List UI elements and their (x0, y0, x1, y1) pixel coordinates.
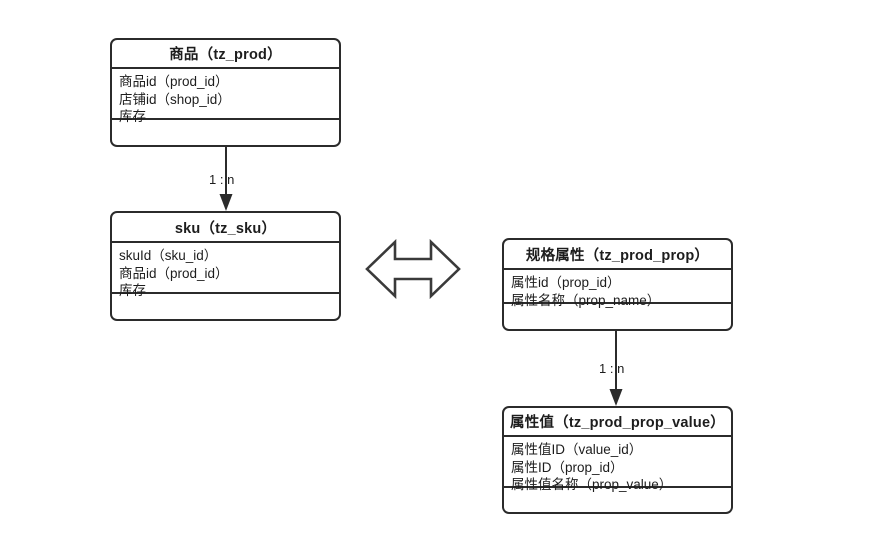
attribute-row: 店铺id（shop_id） (119, 91, 231, 107)
entity-box-tz-prod-prop[interactable]: 规格属性（tz_prod_prop） 属性id（prop_id） 属性名称（pr… (502, 238, 733, 331)
entity-attributes-tz-prod-prop-value: 属性值ID（value_id） 属性ID（prop_id） 属性值名称（prop… (504, 437, 731, 492)
entity-header-tz-sku: sku（tz_sku） (112, 213, 339, 243)
entity-footer-tz-sku (112, 294, 339, 319)
entity-box-tz-prod-prop-value[interactable]: 属性值（tz_prod_prop_value） 属性值ID（value_id） … (502, 406, 733, 514)
entity-attributes-tz-prod: 商品id（prod_id） 店铺id（shop_id） 库存 (112, 69, 339, 124)
attribute-row: 属性值ID（value_id） (511, 442, 643, 457)
connector-line-icon (609, 330, 623, 406)
bidirectional-relation-arrow (365, 238, 461, 300)
entity-attributes-tz-prod-prop: 属性id（prop_id） 属性名称（prop_name） (504, 270, 731, 308)
entity-footer-tz-prod (112, 120, 339, 145)
attribute-row: skuId（sku_id） (119, 248, 218, 263)
attribute-row: 属性值名称（prop_value） (511, 477, 673, 492)
entity-header-tz-prod-prop: 规格属性（tz_prod_prop） (504, 240, 731, 270)
entity-box-tz-prod[interactable]: 商品（tz_prod） 商品id（prod_id） 店铺id（shop_id） … (110, 38, 341, 147)
entity-box-tz-sku[interactable]: sku（tz_sku） skuId（sku_id） 商品id（prod_id） … (110, 211, 341, 321)
attribute-row: 商品id（prod_id） (119, 74, 229, 89)
connector-prod-to-sku (196, 146, 256, 212)
attribute-row: 库存 (119, 109, 146, 124)
entity-attributes-tz-sku: skuId（sku_id） 商品id（prod_id） 库存 (112, 243, 339, 298)
double-headed-arrow-icon (365, 238, 461, 300)
attribute-row: 属性ID（prop_id） (511, 459, 624, 475)
attribute-row: 属性名称（prop_name） (511, 292, 661, 308)
connector-cardinality-label: 1 : n (209, 172, 235, 187)
attribute-row: 属性id（prop_id） (511, 275, 621, 290)
attribute-row: 商品id（prod_id） (119, 265, 229, 281)
attribute-row: 库存 (119, 283, 146, 298)
connector-prop-to-prop-value (586, 330, 646, 407)
connector-line-icon (219, 146, 233, 211)
entity-header-tz-prod-prop-value: 属性值（tz_prod_prop_value） (504, 408, 731, 437)
entity-header-tz-prod: 商品（tz_prod） (112, 40, 339, 69)
connector-cardinality-label: 1 : n (599, 361, 625, 376)
